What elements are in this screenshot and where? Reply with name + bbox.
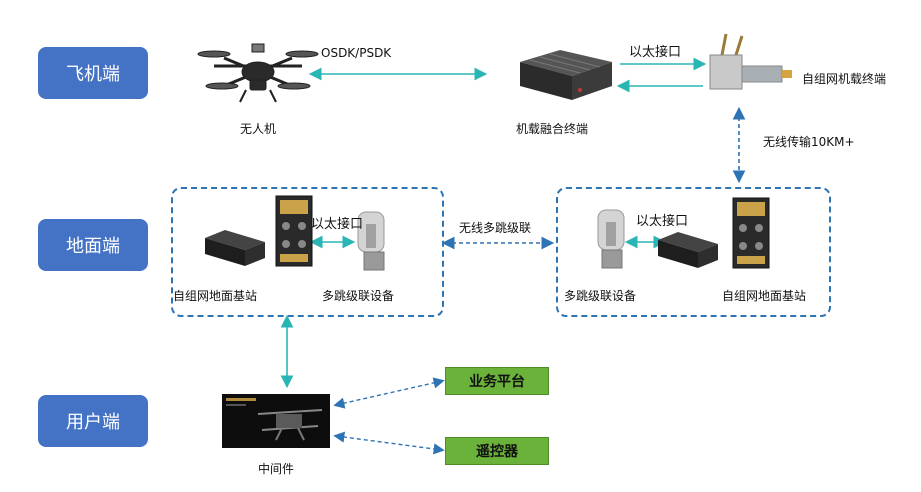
osdk-label: OSDK/PSDK (321, 46, 392, 60)
airborne-terminal-label: 自组网机载终端 (802, 72, 887, 86)
wireless-multihop-label: 无线多跳级联 (459, 221, 532, 235)
multihop-left-icon (357, 211, 385, 271)
middleware-screen-icon (222, 394, 330, 448)
link-remote (333, 431, 445, 455)
drone-label: 无人机 (239, 122, 277, 136)
multihop-right-icon (597, 209, 625, 269)
airborne-terminal-icon (709, 33, 792, 90)
link-business (333, 377, 445, 409)
remote-controller-button[interactable]: 遥控器 (445, 437, 549, 465)
ground-group-right (556, 187, 831, 317)
ethernet-top-label: 以太接口 (629, 45, 682, 60)
ethernet-left-label: 以太接口 (311, 217, 364, 232)
business-platform-button[interactable]: 业务平台 (445, 367, 549, 395)
multihop-left-label: 多跳级联设备 (322, 289, 395, 303)
tier-user: 用户端 (38, 395, 148, 447)
wireless-10km-label: 无线传输10KM+ (763, 135, 855, 149)
fusion-terminal-icon (520, 50, 612, 100)
ethernet-right-label: 以太接口 (636, 214, 689, 229)
drone-icon (197, 43, 319, 103)
tier-ground: 地面端 (38, 219, 148, 271)
ground-station-right-icon (658, 197, 770, 269)
tier-aircraft: 飞机端 (38, 47, 148, 99)
fusion-terminal-label: 机载融合终端 (515, 122, 589, 136)
ground-station-left-icon (205, 195, 313, 267)
ground-group-left (171, 187, 444, 317)
ground-station-left-label: 自组网地面基站 (173, 289, 258, 303)
ground-station-right-label: 自组网地面基站 (722, 289, 807, 303)
middleware-label: 中间件 (257, 462, 295, 476)
multihop-right-label: 多跳级联设备 (564, 289, 637, 303)
